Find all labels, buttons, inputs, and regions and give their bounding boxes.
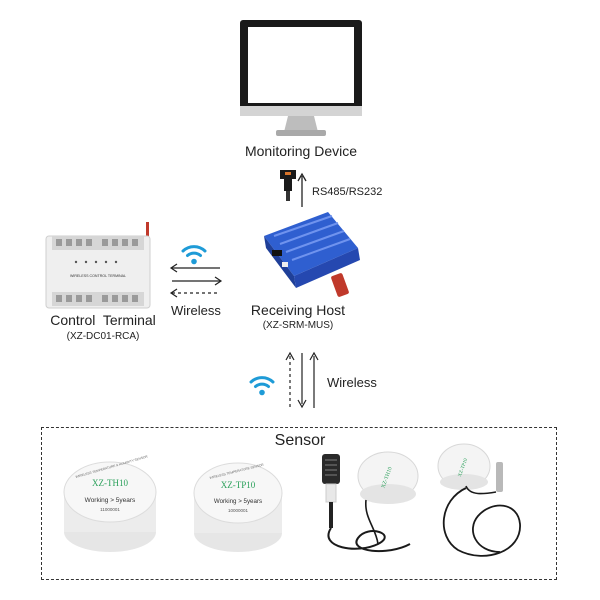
wifi-icon-center: [249, 376, 275, 396]
svg-text:WIRELESS CONTROL TERMINAL: WIRELESS CONTROL TERMINAL: [70, 274, 126, 278]
monitor-label: Monitoring Device: [244, 143, 358, 159]
sensor-group-title: Sensor: [274, 432, 326, 449]
rs485-label: RS485/RS232: [312, 186, 383, 198]
svg-text:10000001: 10000001: [228, 508, 249, 513]
svg-text:Working > 5years: Working > 5years: [214, 498, 262, 505]
sensor-tp10-device: Working > 5years 10000001 WIRELESS TEMPE…: [193, 462, 283, 552]
rs485-arrow: [297, 172, 307, 207]
terminal-label: Control Terminal: [50, 312, 156, 328]
host-label: Receiving Host: [250, 302, 346, 318]
receiving-host-image: [264, 212, 360, 297]
sensor-tp10-probe-device: XZ-TP10: [437, 443, 521, 557]
monitor-icon: [240, 20, 362, 136]
sensor-2-model: XZ-TP10: [220, 480, 256, 490]
sensor-group-frame: [41, 427, 557, 580]
wifi-icon-left: [181, 245, 207, 265]
svg-text:11000001: 11000001: [100, 507, 120, 512]
control-terminal-image: WIRELESS CONTROL TERMINAL: [45, 222, 151, 309]
wireless-arrows-horizontal: [169, 263, 223, 298]
rs485-connector-icon: [280, 170, 296, 201]
terminal-model: (XZ-DC01-RCA): [66, 331, 140, 342]
wireless-arrows-vertical: [285, 351, 319, 409]
sensor-1-model: XZ-TH10: [92, 478, 128, 488]
svg-text:Working > 5years: Working > 5years: [85, 497, 136, 504]
wireless-left-label: Wireless: [171, 303, 221, 318]
svg-text:XZ-TP10: XZ-TP10: [458, 458, 469, 478]
wireless-down-label: Wireless: [327, 375, 377, 390]
sensor-th10-probe-device: XZ-TH10: [322, 451, 419, 553]
sensor-th10-device: Working > 5years 11000001 WIRELESS TEMPE…: [63, 454, 157, 552]
host-model: (XZ-SRM-MUS): [262, 320, 334, 331]
